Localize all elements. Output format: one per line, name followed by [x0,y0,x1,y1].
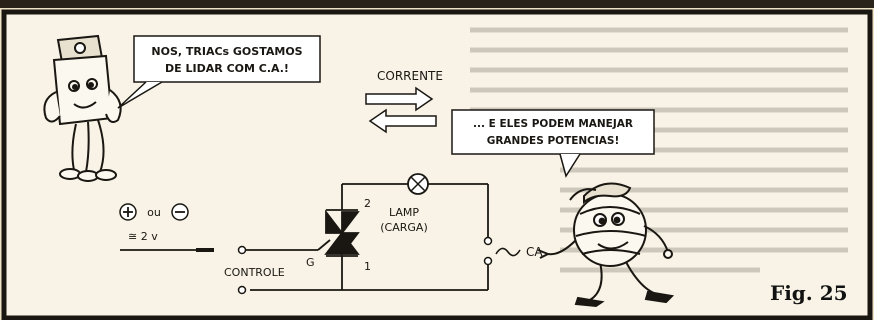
globe-character [537,182,675,308]
controle-label: CONTROLE [224,266,285,279]
pin2-label: 2 [364,197,371,210]
triac-bubble-line2: DE LIDAR COM C.A.! [165,62,289,75]
ca-terminal-top [483,236,493,246]
ca-label: CA [526,245,543,259]
left-arrow [368,108,437,134]
figure-caption: Fig. 25 [770,281,848,305]
carga-label: (CARGA) [380,221,427,234]
globe-bubble-line2: GRANDES POTENCIAS! [487,135,620,147]
top-border [0,0,874,8]
triac-bubble-line1: NOS, TRIACs GOSTAMOS [151,45,302,58]
ac-wave-icon [495,247,521,257]
globe-speech-bubble: ... E ELES PODEM MANEJAR GRANDES POTENCI… [451,109,655,178]
polarity-indicator [119,203,189,221]
lamp-label: LAMP [389,206,419,219]
input-probe [196,248,214,252]
ou-label: ou [147,206,161,219]
triac-symbol [324,209,360,257]
triac-character [43,34,122,182]
right-arrow [365,86,434,112]
controle-terminal-bottom [237,285,247,295]
controle-terminal-top [237,245,247,255]
voltage-label: ≅ 2 v [128,230,158,243]
ca-terminal-bottom [483,256,493,266]
pin1-label: 1 [364,260,371,273]
triac-speech-bubble: NOS, TRIACs GOSTAMOS DE LIDAR COM C.A.! [117,35,321,109]
globe-bubble-line1: ... E ELES PODEM MANEJAR [473,118,633,130]
lamp-symbol [407,173,429,195]
circuit-wires [120,183,489,291]
gate-label: G [306,256,315,269]
corrente-label: CORRENTE [377,69,443,83]
